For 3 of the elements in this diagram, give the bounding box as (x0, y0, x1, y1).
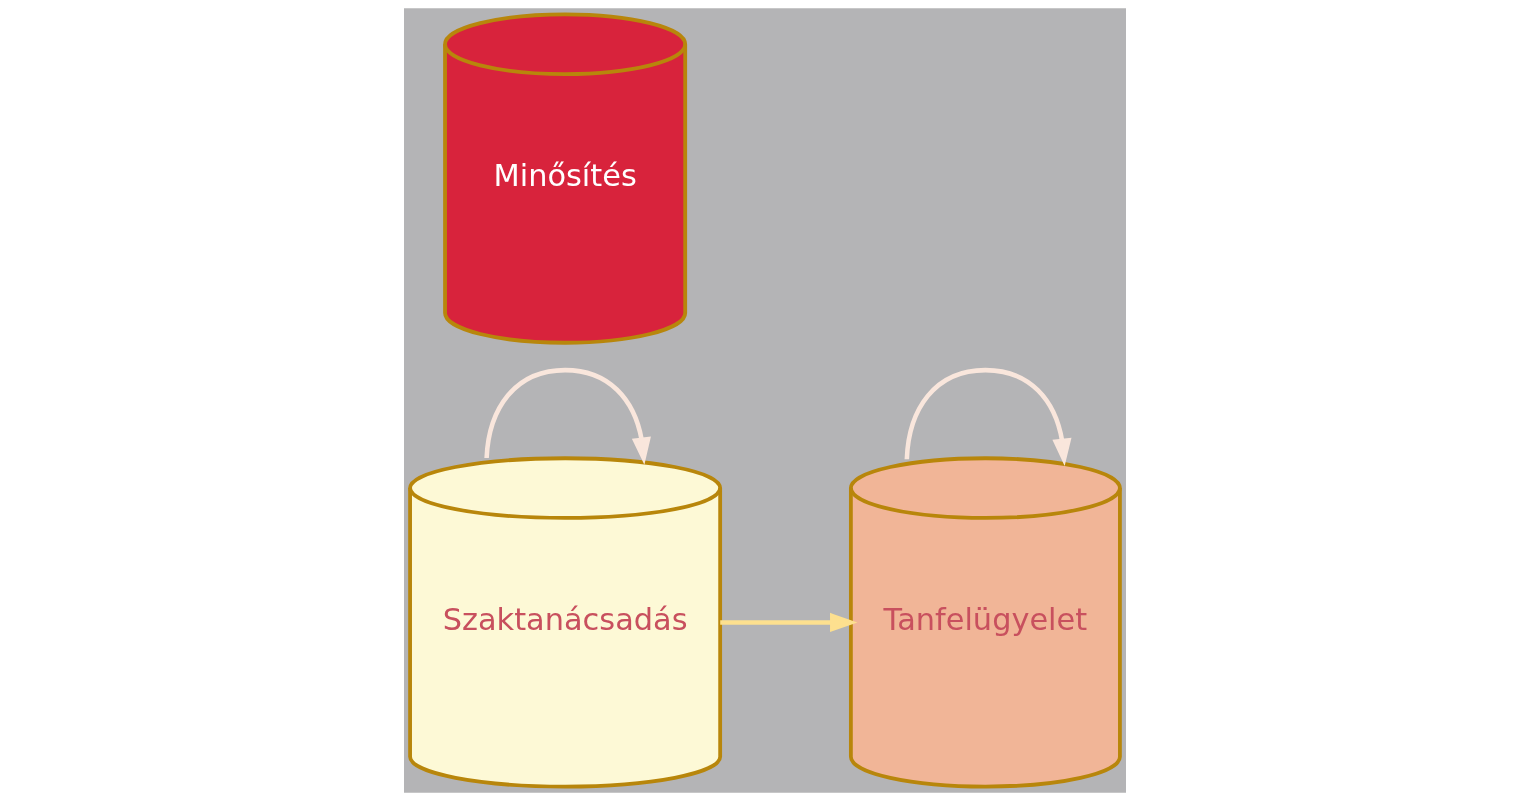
arrow (719, 612, 857, 632)
arrow (904, 367, 1071, 467)
arrow (483, 367, 651, 465)
